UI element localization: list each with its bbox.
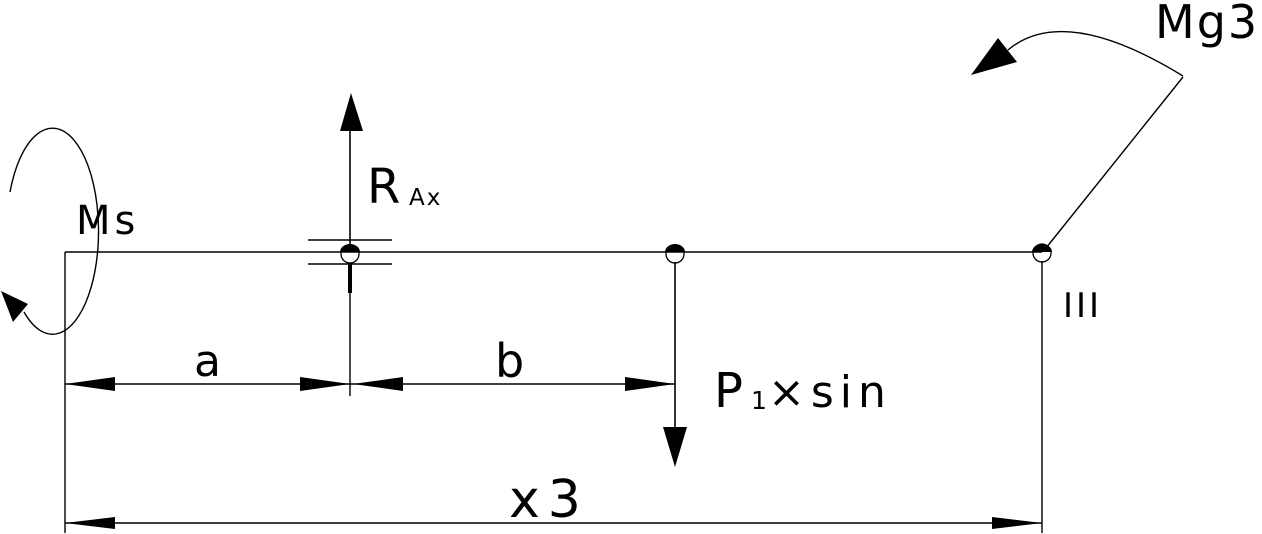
applied-force-arrow (663, 262, 687, 467)
dim-b-label: b (495, 334, 524, 388)
moment-right-arc (971, 30, 1184, 249)
force-label-tail: ×sin (768, 367, 892, 418)
dim-total-arrow-left-icon (65, 517, 115, 529)
reaction-label: R (367, 159, 400, 215)
moment-right-arrowhead-icon (971, 38, 1017, 75)
moment-right-leader (1045, 76, 1184, 249)
dim-b-arrow-left-icon (353, 377, 403, 391)
reaction-arrowhead-icon (340, 93, 363, 131)
node-points (340, 243, 1052, 264)
dim-b-arrow-right-icon (625, 377, 675, 391)
dim-a-label: a (194, 336, 221, 387)
moment-right-label: Mg3 (1155, 0, 1259, 49)
section-mark-label: III (1063, 286, 1102, 326)
dim-a-arrow-right-icon (300, 377, 350, 391)
moment-left-label: Ms (76, 198, 139, 244)
dim-total-arrow-right-icon (992, 517, 1042, 529)
reaction-label-subscript: Ax (409, 185, 442, 211)
force-label-subscript: 1 (751, 386, 767, 415)
support-node-circle (340, 244, 360, 264)
dimension-arrowheads (65, 377, 1042, 529)
dim-a-arrow-left-icon (65, 377, 115, 391)
moment-left-curve (9, 127, 100, 335)
end-node-circle (1032, 243, 1052, 263)
dim-total-label: x3 (509, 470, 589, 530)
force-arrowhead-icon (663, 427, 687, 467)
moment-right-curve (1007, 30, 1184, 77)
moment-left-arrowhead-icon (1, 291, 28, 322)
reaction-force-arrow (340, 93, 363, 293)
force-label: P (714, 363, 743, 419)
moment-left-arc (1, 127, 100, 335)
force-node-circle (665, 244, 685, 264)
